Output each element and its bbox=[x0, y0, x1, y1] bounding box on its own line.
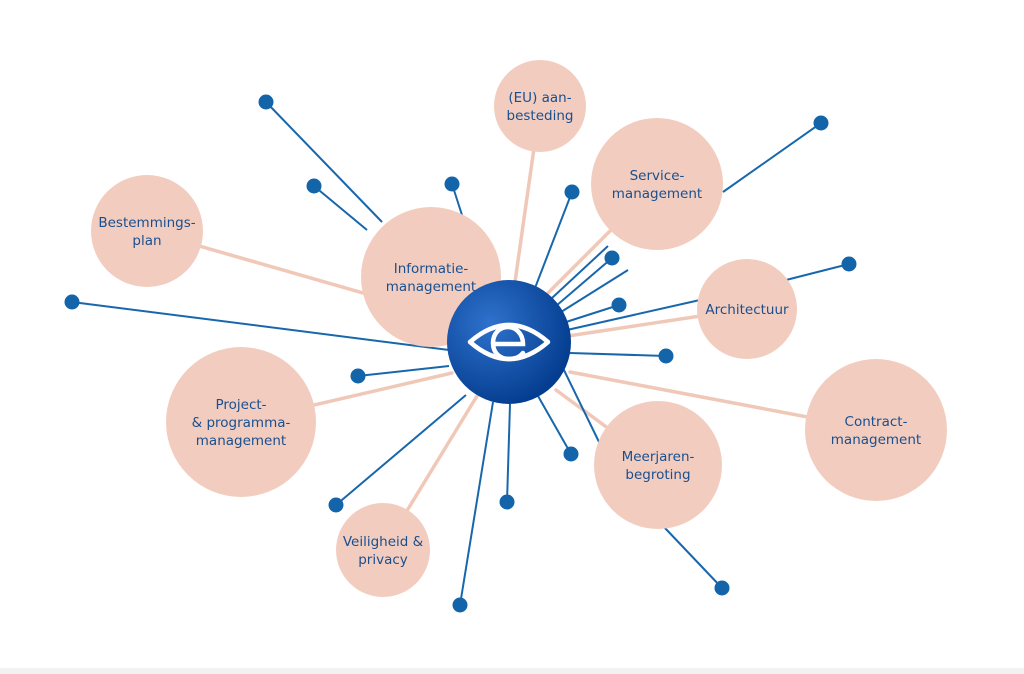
central-hub bbox=[447, 280, 571, 404]
blue-spoke-15 bbox=[537, 395, 572, 455]
node-label-contractmanagement-1: Contract- bbox=[845, 414, 908, 430]
blue-spoke-12 bbox=[335, 394, 467, 506]
node-circle-servicemanagement bbox=[591, 118, 723, 250]
node-eu-aanbesteding: (EU) aan-besteding bbox=[494, 60, 586, 152]
spoke-dot-3 bbox=[444, 176, 460, 192]
blue-spoke-10 bbox=[722, 122, 822, 193]
node-project-programmamanagement: Project- & programma-management bbox=[166, 347, 316, 497]
node-circle-veiligheid-privacy bbox=[336, 503, 430, 597]
spoke-dot-5 bbox=[350, 368, 366, 384]
blue-spoke-plain-3 bbox=[560, 363, 601, 445]
blue-spoke-16 bbox=[663, 526, 723, 589]
spoke-dot-1 bbox=[258, 94, 274, 110]
node-label-bestemmingsplan-1: Bestemmings- bbox=[98, 215, 195, 231]
blue-spoke-2 bbox=[313, 185, 368, 231]
spoke-dot-4 bbox=[64, 294, 80, 310]
blue-spoke-7 bbox=[555, 257, 613, 307]
node-label-bestemmingsplan-2: plan bbox=[132, 233, 161, 249]
blue-spoke-5 bbox=[357, 365, 450, 377]
blue-spoke-11 bbox=[785, 263, 850, 281]
node-label-informatiemanagement-1: Informatie- bbox=[394, 261, 469, 277]
node-circle-architectuur bbox=[697, 259, 797, 359]
bottom-bar bbox=[0, 668, 1024, 674]
blue-spoke-14 bbox=[506, 403, 511, 503]
e-eye-logo-icon bbox=[467, 322, 551, 362]
blue-spoke-8 bbox=[565, 304, 620, 323]
spoke-dot-6 bbox=[564, 184, 580, 200]
spoke-dot-2 bbox=[306, 178, 322, 194]
node-meerjarenbegroting: Meerjaren-begroting bbox=[594, 401, 722, 529]
node-circle-bestemmingsplan bbox=[91, 175, 203, 287]
node-contractmanagement: Contract-management bbox=[805, 359, 947, 501]
node-circle-contractmanagement bbox=[805, 359, 947, 501]
topic-nodes: (EU) aan-bestedingService-managementBest… bbox=[91, 60, 947, 597]
spoke-dot-10 bbox=[813, 115, 829, 131]
node-veiligheid-privacy: Veiligheid & privacy bbox=[336, 503, 430, 597]
node-circle-meerjarenbegroting bbox=[594, 401, 722, 529]
node-label-veiligheid-privacy-2: privacy bbox=[358, 552, 408, 568]
node-circle-project-programmamanagement bbox=[166, 347, 316, 497]
blue-spoke-1 bbox=[265, 101, 383, 223]
spoke-dot-13 bbox=[452, 597, 468, 613]
node-label-eu-aanbesteding-1: (EU) aan- bbox=[508, 90, 571, 106]
spoke-dot-14 bbox=[499, 494, 515, 510]
node-label-contractmanagement-2: management bbox=[831, 432, 921, 448]
blue-spoke-6 bbox=[534, 191, 573, 289]
node-label-servicemanagement-2: management bbox=[612, 186, 702, 202]
spoke-dots bbox=[64, 94, 857, 613]
node-label-meerjarenbegroting-1: Meerjaren- bbox=[622, 449, 695, 465]
node-circle-eu-aanbesteding bbox=[494, 60, 586, 152]
spoke-dot-11 bbox=[841, 256, 857, 272]
node-label-architectuur-1: Architectuur bbox=[705, 302, 789, 318]
spoke-dot-8 bbox=[611, 297, 627, 313]
blue-spoke-plain-2 bbox=[560, 269, 629, 313]
spokes bbox=[71, 101, 878, 606]
node-bestemmingsplan: Bestemmings-plan bbox=[91, 175, 203, 287]
spoke-dot-9 bbox=[658, 348, 674, 364]
spoke-dot-7 bbox=[604, 250, 620, 266]
node-servicemanagement: Service-management bbox=[591, 118, 723, 250]
spoke-dot-12 bbox=[328, 497, 344, 513]
node-label-project-programmamanagement-1: Project- bbox=[215, 397, 266, 413]
node-label-informatiemanagement-2: management bbox=[386, 279, 476, 295]
node-label-servicemanagement-1: Service- bbox=[630, 168, 685, 184]
node-label-eu-aanbesteding-2: besteding bbox=[507, 108, 574, 124]
blue-spoke-13 bbox=[459, 401, 494, 606]
blue-spoke-9 bbox=[569, 352, 667, 357]
node-label-project-programmamanagement-3: management bbox=[196, 433, 286, 449]
node-label-veiligheid-privacy-1: Veiligheid & bbox=[343, 534, 424, 550]
node-label-meerjarenbegroting-2: begroting bbox=[625, 467, 690, 483]
spoke-dot-15 bbox=[563, 446, 579, 462]
node-label-project-programmamanagement-2: & programma- bbox=[192, 415, 291, 431]
blue-spoke-plain-4 bbox=[566, 299, 701, 331]
blue-spoke-plain-1 bbox=[551, 245, 609, 299]
node-architectuur: Architectuur bbox=[697, 259, 797, 359]
blue-spoke-4 bbox=[71, 301, 450, 351]
spoke-dot-16 bbox=[714, 580, 730, 596]
